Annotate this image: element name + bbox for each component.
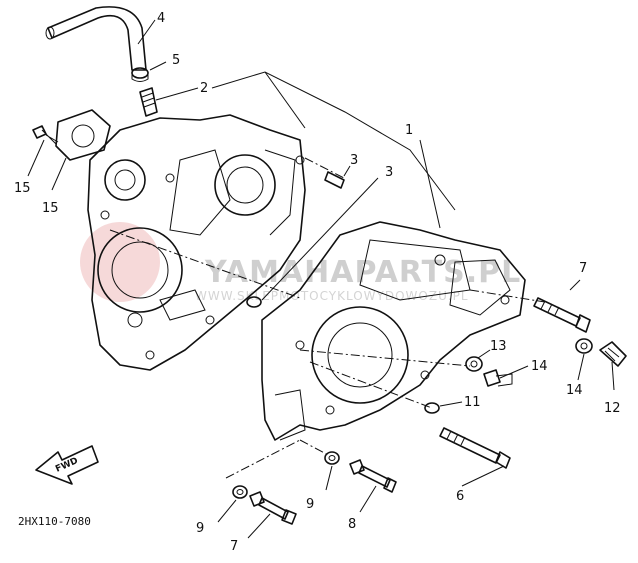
callout-1: 1 xyxy=(405,123,413,138)
callout-15-right: 14 xyxy=(566,383,583,398)
hose-clip xyxy=(131,67,149,82)
callout-4: 4 xyxy=(157,11,165,26)
bolt-12 xyxy=(32,125,59,145)
washer-15-right xyxy=(575,338,593,354)
callout-12: 15 xyxy=(14,181,31,196)
bolt-13 xyxy=(599,341,627,367)
diagram-reference-code: 2HX110-7080 xyxy=(18,515,91,528)
callout-9-left: 9 xyxy=(196,521,204,536)
callout-6: 6 xyxy=(456,489,464,504)
washer-9-left xyxy=(232,485,248,499)
callout-14: 14 xyxy=(531,359,548,374)
callout-3-upper: 3 xyxy=(350,153,358,168)
bolt-14 xyxy=(483,369,513,387)
bolt-8 xyxy=(349,459,397,493)
washer-9-right xyxy=(324,451,340,465)
washer-15-left xyxy=(465,356,483,372)
callouts: 4 5 2 1 3 3 15 15 7 13 14 14 12 11 6 9 8… xyxy=(14,11,621,554)
bolt-7-upper xyxy=(533,297,591,333)
callout-8: 8 xyxy=(348,517,356,532)
leader-lines xyxy=(27,19,615,539)
callout-7-upper: 7 xyxy=(579,261,587,276)
crankcase-left xyxy=(87,114,306,371)
dowel-pins xyxy=(246,171,345,308)
callout-7-lower: 7 xyxy=(230,539,238,554)
callout-2: 2 xyxy=(200,81,208,96)
pin-10 xyxy=(424,402,440,414)
callout-3-lower: 3 xyxy=(385,165,393,180)
bolt-7-lower xyxy=(249,491,297,525)
callout-10: 11 xyxy=(464,395,481,410)
breather-hose xyxy=(45,6,147,71)
forward-direction-arrow: FWD xyxy=(35,445,99,485)
callout-11: 15 xyxy=(42,201,59,216)
bolt-6 xyxy=(439,427,511,469)
plate-11 xyxy=(55,109,111,161)
callout-13: 12 xyxy=(604,401,621,416)
callout-9-right: 9 xyxy=(306,497,314,512)
callout-5: 5 xyxy=(172,53,180,68)
watermark-brand: YAMAHAPARTS.PL xyxy=(204,255,521,290)
callout-15-left: 13 xyxy=(490,339,507,354)
crankcase-right xyxy=(261,221,526,441)
assembly-lines xyxy=(109,157,546,479)
breather-nipple xyxy=(139,87,158,117)
